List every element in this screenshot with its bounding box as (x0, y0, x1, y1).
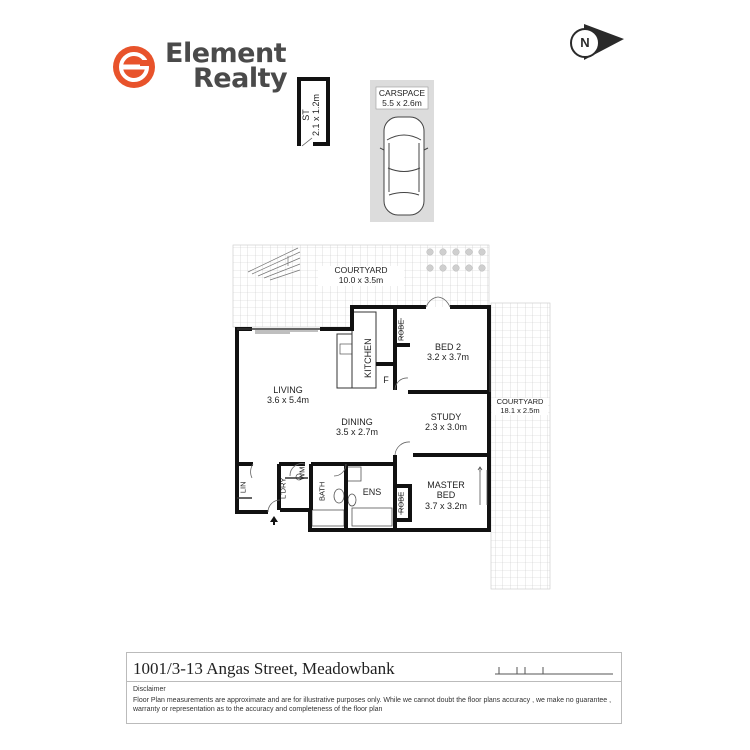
dining-name: DINING (341, 417, 373, 427)
storage-room (297, 77, 330, 147)
study-label: STUDY 2.3 x 3.0m (416, 412, 476, 433)
bathroom-fixtures (295, 466, 393, 527)
courtyard-top-label: COURTYARD 10.0 x 3.5m (318, 265, 404, 286)
sliding-door-icons (255, 318, 491, 515)
brand-name-line2: Realty (193, 63, 288, 94)
master-name2: BED (436, 490, 456, 501)
kitchen-bench (336, 311, 377, 389)
north-compass-icon (570, 24, 624, 60)
robe-bed2-label: ROBE (396, 319, 406, 341)
fridge-label: F (383, 375, 389, 385)
laundry-label: L'DRY (278, 477, 288, 499)
planter-icons (426, 248, 486, 272)
disclaimer-title: Disclaimer (133, 686, 166, 693)
entry-arrow-icon (270, 516, 278, 525)
bath-label: BATH (317, 481, 327, 502)
dining-label: DINING 3.5 x 2.7m (325, 417, 389, 438)
courtyard-right-label: COURTYARD 18.1 x 2.5m (492, 397, 548, 416)
compass-letter: N (580, 35, 590, 50)
robe-master-label: ROBE (396, 491, 406, 513)
courtyard-right-paving (490, 302, 551, 590)
storage-name: ST (301, 109, 311, 121)
storage-label: ST 2.1 x 1.2m (301, 75, 327, 155)
courtyard-right-name: COURTYARD (496, 397, 544, 406)
carspace-label: CARSPACE 5.5 x 2.6m (370, 88, 434, 109)
thin-walls (237, 328, 320, 499)
bed2-label: BED 2 3.2 x 3.7m (418, 342, 478, 363)
carspace-name: CARSPACE (378, 88, 426, 98)
door-swings (250, 296, 451, 513)
living-size: 3.6 x 5.4m (266, 395, 310, 406)
bed2-name: BED 2 (434, 342, 461, 352)
car-icon (379, 116, 429, 216)
master-size: 3.7 x 3.2m (424, 500, 468, 511)
bed2-size: 3.2 x 3.7m (426, 352, 470, 363)
property-address: 1001/3-13 Angas Street, Meadowbank (133, 659, 395, 678)
brand-name-line1: Element (165, 38, 287, 69)
stairs-icon (247, 247, 301, 281)
brand-logo-icon (113, 46, 155, 88)
courtyard-top-size: 10.0 x 3.5m (338, 274, 384, 285)
footer-divider (127, 681, 621, 682)
living-label: LIVING 3.6 x 5.4m (256, 385, 320, 406)
ens-label: ENS (362, 487, 382, 497)
master-name: MASTER (427, 480, 465, 490)
study-size: 2.3 x 3.0m (424, 422, 468, 433)
linen-label: LIN (238, 481, 248, 494)
study-name: STUDY (430, 412, 462, 422)
master-bed-label: MASTER BED 3.7 x 3.2m (416, 480, 476, 511)
disclaimer-text: Floor Plan measurements are approximate … (133, 697, 612, 714)
courtyard-top-name: COURTYARD (334, 265, 388, 275)
dining-size: 3.5 x 2.7m (335, 427, 379, 438)
scale-bar-icon (495, 667, 613, 675)
kitchen-label: KITCHEN (362, 338, 373, 378)
courtyard-right-size: 18.1 x 2.5m (500, 405, 540, 415)
living-name: LIVING (273, 385, 303, 395)
storage-size: 2.1 x 1.2m (311, 93, 322, 137)
carspace-size: 5.5 x 2.6m (382, 97, 422, 108)
footer-panel: 1001/3-13 Angas Street, Meadowbank Discl… (126, 652, 622, 724)
wm-label: WM (297, 466, 307, 480)
